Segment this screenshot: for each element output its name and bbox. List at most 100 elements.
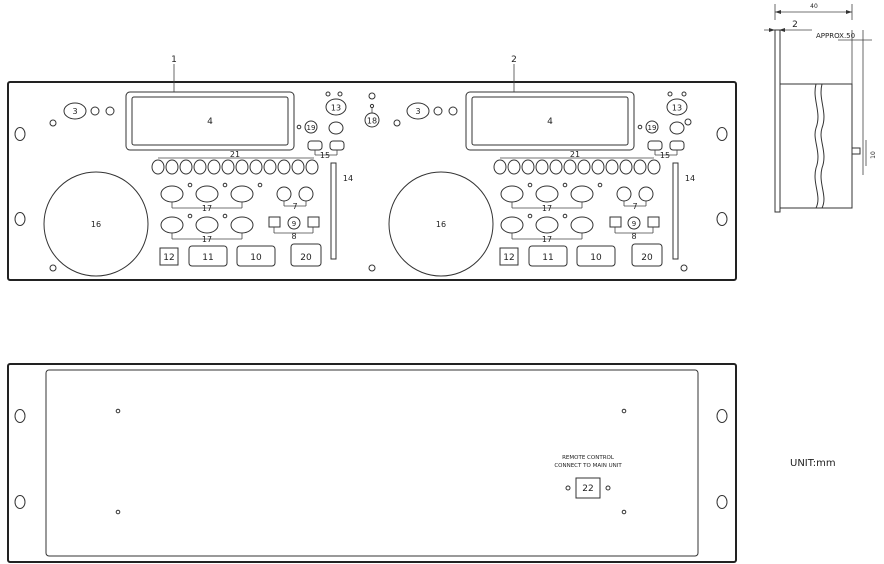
- key-7: [276, 186, 292, 202]
- button-15b: [669, 140, 685, 151]
- button-10: [236, 245, 276, 267]
- key-9: [627, 216, 641, 230]
- button-20: [290, 243, 322, 267]
- rack-slot: [716, 127, 728, 141]
- screw: [368, 264, 376, 272]
- button-21: [507, 159, 521, 175]
- buttons-21-label: 21: [230, 150, 240, 159]
- button-21: [193, 159, 207, 175]
- keys-17-label: 17: [202, 204, 212, 213]
- button-10: [576, 245, 616, 267]
- screw: [680, 264, 688, 272]
- display-right-callout: 2: [511, 55, 517, 65]
- button-21: [577, 159, 591, 175]
- button-19: [304, 120, 318, 134]
- button-12: [159, 247, 179, 266]
- button-21: [305, 159, 319, 175]
- button-21: [591, 159, 605, 175]
- indicator: [90, 106, 100, 116]
- ir-label: 18: [367, 117, 377, 126]
- rack-slot: [14, 409, 26, 423]
- side-view: 40 2 APPROX.50 10: [764, 3, 877, 213]
- button-15a: [647, 140, 663, 151]
- led: [222, 182, 228, 188]
- button-21: [521, 159, 535, 175]
- dimension-approx-label: APPROX.50: [816, 32, 855, 40]
- screw: [49, 264, 57, 272]
- jog-wheel-label: 16: [436, 220, 446, 229]
- key-17: [500, 216, 524, 234]
- display-left-frame: [125, 91, 295, 151]
- side-knob: [851, 147, 861, 155]
- remote-line2: CONNECT TO MAIN UNIT: [554, 463, 622, 469]
- key-7: [638, 186, 654, 202]
- keys-17-label: 17: [542, 235, 552, 244]
- front-rack-slots: [14, 127, 728, 226]
- led: [527, 182, 533, 188]
- key-17: [570, 185, 594, 203]
- button-21: [263, 159, 277, 175]
- pitch-slider-label: 14: [685, 174, 695, 183]
- socket-screw: [605, 485, 611, 491]
- dimension-height-label: 10: [870, 151, 877, 159]
- button-20-label: 20: [641, 253, 653, 263]
- ir-led: [369, 103, 375, 109]
- deck-left: 1 4 3 13 19 15 21: [43, 55, 353, 277]
- led: [187, 182, 193, 188]
- button-11-label: 11: [542, 253, 553, 263]
- key-17: [535, 216, 559, 234]
- ir-circle: [364, 112, 380, 128]
- keys-8-label: 8: [631, 232, 636, 241]
- socket-screw: [565, 485, 571, 491]
- button-21: [549, 159, 563, 175]
- dimension-lip-label: 2: [792, 20, 798, 30]
- led: [257, 182, 263, 188]
- button-21: [619, 159, 633, 175]
- key-17: [230, 216, 254, 234]
- key-17: [160, 216, 184, 234]
- rack-slot: [14, 495, 26, 509]
- rear-panel: REMOTE CONTROL CONNECT TO MAIN UNIT 22: [7, 363, 737, 563]
- led: [562, 182, 568, 188]
- button-small: [328, 121, 344, 135]
- arrowhead: [769, 28, 775, 32]
- led: [325, 91, 331, 97]
- indicator: [105, 106, 115, 116]
- led: [222, 213, 228, 219]
- button-21: [151, 159, 165, 175]
- button-3: [63, 102, 87, 120]
- rack-slot: [14, 127, 26, 141]
- display-right-screen: [471, 96, 629, 146]
- button-10-label: 10: [250, 253, 262, 263]
- buttons-21-label: 21: [570, 150, 580, 159]
- button-20: [631, 243, 663, 267]
- rear-inner-plate: [45, 369, 699, 557]
- ir-receiver: 18: [364, 103, 380, 128]
- button-13-label: 13: [331, 104, 341, 113]
- led: [562, 213, 568, 219]
- display-left-callout: 1: [171, 55, 177, 65]
- button-21: [221, 159, 235, 175]
- rear-panel-outline: [7, 363, 737, 563]
- button-19-label: 19: [648, 124, 657, 132]
- key-8: [268, 216, 281, 228]
- key-7: [298, 186, 314, 202]
- key-9-label: 9: [292, 220, 296, 228]
- screw: [393, 119, 401, 127]
- button-3: [406, 102, 430, 120]
- indicator: [448, 106, 458, 116]
- keys-17-label: 17: [202, 235, 212, 244]
- front-panel-outline: [7, 81, 737, 281]
- buttons-21-row: [493, 159, 661, 175]
- button-13: [666, 98, 688, 116]
- button-21: [291, 159, 305, 175]
- button-21: [165, 159, 179, 175]
- button-21: [179, 159, 193, 175]
- button-13: [325, 98, 347, 116]
- screw: [368, 92, 376, 100]
- button-13-label: 13: [672, 104, 682, 113]
- button-3-label: 3: [415, 107, 420, 116]
- pitch-slider-label: 14: [343, 174, 353, 183]
- arrowhead: [775, 10, 781, 14]
